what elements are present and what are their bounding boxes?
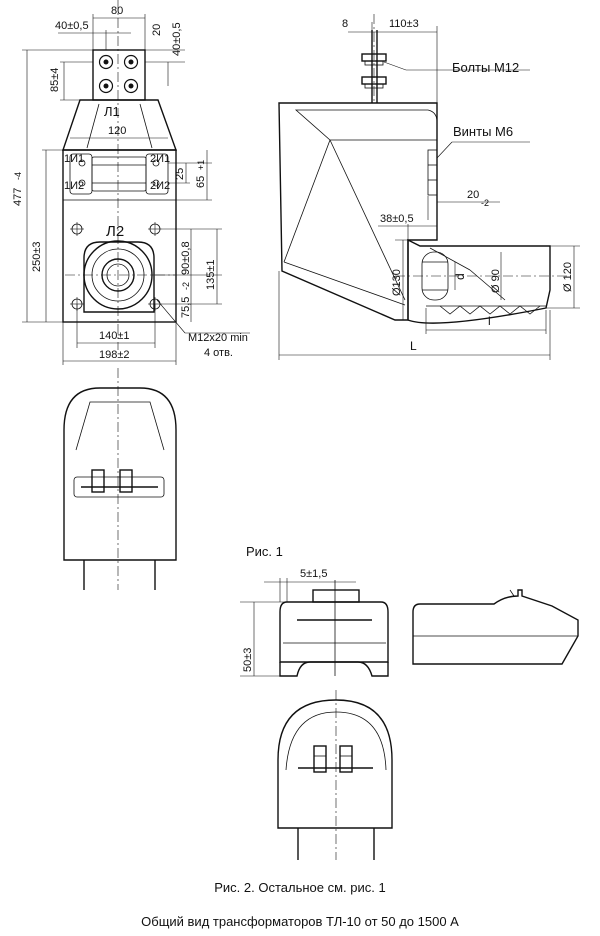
front-view: 80 40±0,5 20 40±0,5 85±4 477 -4 250±3 Л1… xyxy=(12,0,250,365)
front-main-body xyxy=(62,149,177,323)
dim-75-tol: -2 xyxy=(181,282,191,290)
dim-20-side-tol: -2 xyxy=(481,198,489,208)
dim-90-front: 90±0,8 xyxy=(180,241,192,275)
terminal-2I1: 2И1 xyxy=(150,153,170,165)
dim-80: 80 xyxy=(111,5,123,17)
screws-label: Винты М6 xyxy=(453,124,513,139)
dim-140: 140±1 xyxy=(99,330,130,342)
dim-198: 198±2 xyxy=(99,349,130,361)
dim-25: 25 xyxy=(174,168,186,180)
label-L1: Л1 xyxy=(104,104,120,119)
variant-front-view xyxy=(63,368,177,590)
dim-90-side: Ø 90 xyxy=(490,269,502,293)
dim-135: 135±1 xyxy=(205,259,217,290)
terminal-1I2: 1И2 xyxy=(64,180,84,192)
holes-note: 4 отв. xyxy=(204,347,233,359)
dim-65-tol: +1 xyxy=(196,160,206,170)
fig2-caption: Рис. 2. Остальное см. рис. 1 xyxy=(214,880,386,895)
fig2-view xyxy=(277,690,393,860)
dim-250: 250±3 xyxy=(31,241,43,272)
dim-120-front: 120 xyxy=(108,125,126,137)
fig1-title: Рис. 1 xyxy=(246,544,283,559)
dim-120-side: Ø 120 xyxy=(562,262,574,292)
dim-8: 8 xyxy=(342,18,348,30)
dim-40-05-vertical: 40±0,5 xyxy=(171,22,183,56)
fig1: Рис. 1 5±1,5 50±3 xyxy=(240,544,579,677)
dim-85: 85±4 xyxy=(49,68,61,92)
dim-l: l xyxy=(488,314,491,328)
dim-477-tol: -4 xyxy=(13,172,23,180)
dim-50: 50±3 xyxy=(242,648,254,672)
thread-note: М12х20 min xyxy=(188,332,248,344)
side-view: 8 110±3 Болты М12 Винты М6 20 -2 38±0,5 … xyxy=(278,14,580,360)
dim-75: 75,5 xyxy=(180,297,192,318)
terminal-1I1: 1И1 xyxy=(64,153,84,165)
dim-L: L xyxy=(410,339,417,353)
dim-38: 38±0,5 xyxy=(380,213,414,225)
dim-130: Ø130 xyxy=(391,269,403,296)
dim-477: 477 xyxy=(12,188,24,206)
dim-110: 110±3 xyxy=(389,18,419,30)
dim-65: 65 xyxy=(195,176,207,188)
front-bolts xyxy=(98,54,139,94)
dim-5: 5±1,5 xyxy=(300,568,327,580)
dim-d: d xyxy=(453,273,467,280)
side-cylinder xyxy=(407,238,551,324)
front-window xyxy=(83,241,155,313)
label-L2: Л2 xyxy=(106,223,124,240)
dim-20-side: 20 xyxy=(467,189,479,201)
dim-40-05: 40±0,5 xyxy=(55,20,89,32)
dim-20-front: 20 xyxy=(151,24,163,36)
terminal-2I2: 2И2 xyxy=(150,180,170,192)
general-caption: Общий вид трансформаторов ТЛ-10 от 50 до… xyxy=(141,914,459,929)
bolts-label: Болты М12 xyxy=(452,60,519,75)
